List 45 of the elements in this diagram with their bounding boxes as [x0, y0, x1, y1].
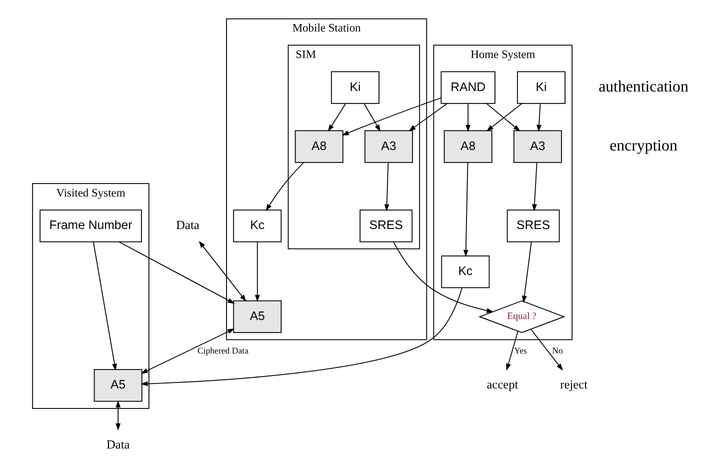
- node-text: accept: [486, 378, 518, 392]
- edge-label: Ciphered Data: [196, 346, 248, 356]
- arrow: [327, 103, 346, 132]
- arrow: [465, 103, 470, 132]
- node-text: Data: [176, 218, 199, 232]
- label: encryption: [609, 137, 677, 154]
- label: authentication: [598, 78, 688, 96]
- edge-label: No: [552, 346, 562, 356]
- node-box: RAND: [440, 71, 495, 104]
- node-diamond: Equal ?: [478, 300, 565, 334]
- arrow: [532, 162, 537, 212]
- arrow: [536, 103, 541, 132]
- arrow: [118, 241, 234, 304]
- arrow: [521, 241, 532, 303]
- node-box: Frame Number: [39, 210, 142, 242]
- node-box: A3: [364, 130, 412, 163]
- arrow: [363, 103, 380, 132]
- node-text: Data: [106, 438, 130, 452]
- node-box: A5: [93, 369, 142, 402]
- node-box: A8: [294, 130, 343, 163]
- node-box: Kc: [440, 255, 490, 288]
- node-box: SRES: [506, 210, 560, 242]
- arrow: [392, 242, 494, 313]
- arrow: [265, 162, 304, 212]
- arrow: [198, 240, 246, 302]
- node-box: SRES: [359, 210, 412, 242]
- node-box: Ki: [516, 71, 565, 104]
- arrow: [384, 162, 389, 212]
- arrow: [530, 328, 562, 371]
- arrow: [408, 103, 448, 132]
- arrow: [140, 328, 234, 374]
- arrow: [462, 162, 468, 257]
- node-text: reject: [560, 378, 588, 392]
- arrow: [92, 242, 116, 371]
- node-box: A5: [232, 300, 282, 334]
- arrow: [341, 97, 441, 136]
- arrow: [254, 241, 260, 302]
- arrow: [506, 330, 518, 371]
- node-box: A8: [443, 130, 492, 163]
- edge-label: Yes: [514, 346, 526, 356]
- arrow: [115, 400, 120, 430]
- node-box: Ki: [330, 71, 379, 104]
- arrow: [140, 287, 462, 386]
- node-box: A3: [512, 130, 562, 163]
- node-box: Kc: [232, 210, 282, 242]
